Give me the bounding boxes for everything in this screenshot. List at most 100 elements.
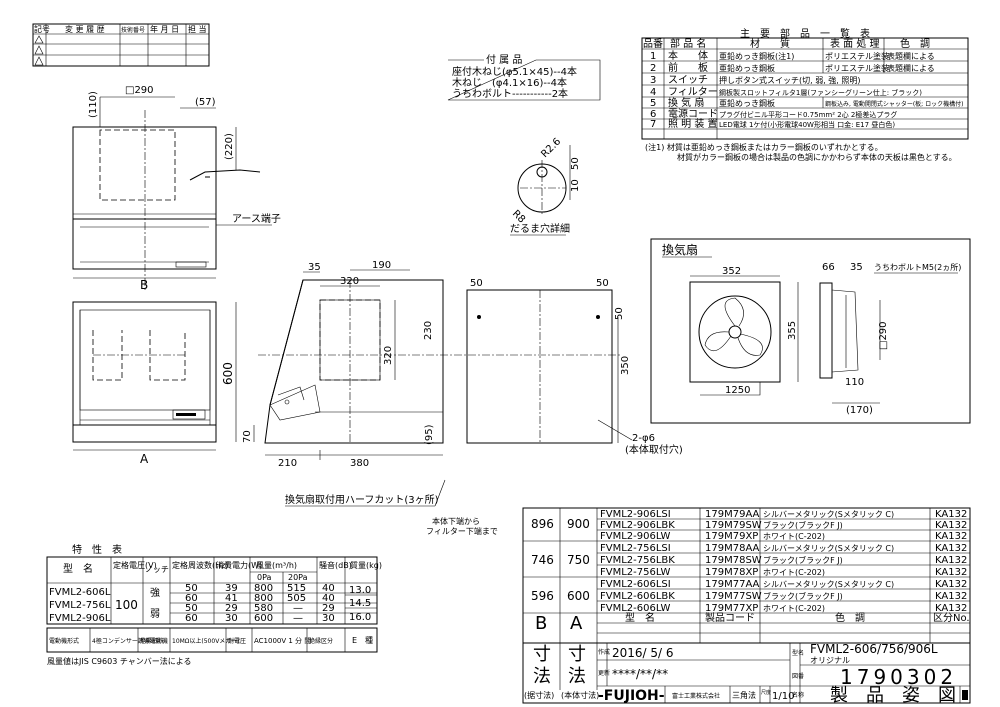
parts-note-1: (注1) 材質は亜鉛めっき鋼板またはカラー鋼板のいずれかとする。: [645, 142, 883, 152]
char-title: 特 性 表: [72, 543, 122, 556]
accessory-item-1: 座付木ねじ(φ5.1×45)--4本: [452, 65, 577, 78]
parts-note-2: 材質がカラー鋼板の場合は製品の色調にかかわらず本体の天板は黒色とする。: [677, 152, 957, 162]
char-class-value: E 種: [352, 635, 373, 645]
char-rows: 50 39 800 515 40 60 41 800 505 40 50 29 …: [185, 583, 371, 624]
char-r1-0pa: 800: [254, 583, 273, 594]
title-stamp-icon: [962, 690, 968, 700]
part-1-no: 1: [650, 51, 656, 62]
filter-note-1: 本体下端から: [432, 516, 480, 526]
fan-dim-110: 110: [845, 377, 864, 388]
b-dim-sub: (据寸法): [524, 690, 554, 700]
model-756lbk-div: KA132: [935, 555, 967, 566]
front-view: 600 70 A: [72, 301, 255, 466]
char-voltage: 100: [115, 598, 138, 612]
char-r3-noise: 29: [322, 603, 335, 614]
models-header-div: 区分No.: [933, 612, 970, 624]
model-756lsi-code: 179M78AA: [705, 543, 760, 554]
char-sub-20pa: 20Pa: [288, 573, 308, 582]
characteristics-table: 特 性 表 型 名 定格電圧(V) ノッチ 定格周波数(Hz) 消費電力(W) …: [46, 543, 382, 666]
model-756lsi-div: KA132: [935, 543, 967, 554]
part-2-color: 表題欄による: [887, 63, 935, 73]
dim-230: 230: [423, 321, 434, 340]
char-header-model: 型 名: [63, 562, 93, 575]
title-block: 作成 2016/ 5/ 6 更新 ****/**/** 型名 FVML2-606…: [522, 642, 971, 706]
part-3-name: スイッチ: [668, 74, 708, 86]
side-view: 35 190 320 230 320 (95) 210 380: [258, 260, 620, 469]
drawing-title: 製 品 姿 図: [830, 685, 956, 706]
model-906lsi-code: 179M79AA: [705, 509, 760, 520]
model-756lbk-name: FVML2-756LBK: [600, 555, 675, 566]
char-class-label: 絶縁区分: [309, 637, 333, 645]
parts-table-title: 主 要 部 品 一 覧 表: [740, 27, 870, 40]
a-dim-label-2: 法: [568, 666, 586, 687]
title-name-label: 名称: [792, 691, 804, 699]
char-model-906: FVML2-906L: [49, 613, 111, 624]
part-7-material: LED電球 1ケ付(小形電球40W形相当 口金: E17 昼白色): [719, 120, 895, 129]
model-756lsi-name: FVML2-756LSI: [600, 543, 671, 554]
char-r2-noise: 40: [322, 593, 335, 604]
b-dim-label-1: 寸: [533, 644, 551, 665]
dim-70: 70: [242, 430, 253, 443]
half-cut-label: 換気扇取付用ハーフカット(3ヶ所): [285, 493, 439, 506]
char-withstand-value: AC1000V 1 分 間: [254, 636, 311, 645]
model-756lbk-code: 179M78SW: [705, 555, 762, 566]
part-6-no: 6: [650, 109, 656, 120]
dim-50-hole: 50: [570, 157, 581, 170]
part-3-no: 3: [650, 75, 656, 86]
char-r2-freq: 60: [185, 593, 198, 604]
dim-320-side: 320: [383, 346, 394, 365]
changed-label: 更新: [598, 669, 610, 677]
dim-50-right: 50: [596, 278, 609, 289]
dim-57: (57): [195, 97, 216, 108]
changed-date: ****/**/**: [612, 667, 668, 681]
part-6-material: プラグ付ビニル平形コード0.75mm² 2心 2極差込プラグ: [719, 110, 897, 119]
models-header-b: B: [535, 613, 547, 634]
char-header-noise: 騒音(dB): [319, 560, 352, 570]
keyhole-detail: R2.6 50 10 R8 だるま穴詳細: [510, 136, 581, 236]
rev-header-history: 変 更 履 歴: [65, 24, 105, 34]
part-5-name: 換 気 扇: [668, 96, 704, 109]
model-606lw-name: FVML2-606LW: [600, 603, 671, 614]
part-5-no: 5: [650, 98, 656, 109]
parts-header-material: 材 質: [750, 37, 790, 50]
model-906lbk-color: ブラック(ブラックF J): [763, 520, 843, 530]
dim-B: B: [140, 278, 148, 292]
model-756lw-code: 179M78XP: [705, 567, 758, 578]
model-756lw-div: KA132: [935, 567, 967, 578]
scale-label: 尺度: [761, 689, 771, 696]
char-withstand-label: 耐電圧: [228, 637, 246, 645]
created-date: 2016/ 5/ 6: [612, 646, 674, 660]
part-1-name: 本 体: [668, 49, 708, 62]
keyhole-detail-label: だるま穴詳細: [510, 222, 570, 235]
parts-header-color: 色 調: [900, 37, 930, 50]
fan-title: 換気扇: [662, 242, 698, 257]
models-header-code: 製品コード: [705, 611, 755, 624]
part-4-material: 鋼板製スロットフィルタ1層(ファンシーグリーン仕上: ブラック): [719, 88, 922, 97]
accessories-title: 付 属 品: [486, 53, 522, 66]
model-756lsi-color: シルバーメタリック(Sメタリック C): [763, 544, 894, 553]
drawing-no-label: 図番: [792, 673, 804, 680]
char-r3-power: 29: [225, 603, 238, 614]
mount-hole-note: (本体取付穴): [625, 443, 683, 456]
fan-detail: 換気扇 352 355 1250 66 35 うちわボルトM5(2ヵ所) □29…: [650, 238, 971, 424]
dim-50-left: 50: [470, 278, 483, 289]
dim-35: 35: [308, 262, 321, 273]
char-r4-noise: 30: [322, 613, 335, 624]
part-1-material: 亜鉛めっき鋼板(注1): [719, 51, 794, 61]
char-r1-20pa: 515: [287, 583, 306, 594]
fan-dim-66: 66: [822, 262, 835, 273]
dim-r26: R2.6: [539, 136, 563, 160]
fan-dim-352: 352: [722, 266, 741, 277]
fan-dim-355: 355: [787, 321, 798, 340]
dim-10-hole: 10: [570, 179, 581, 192]
model-group-900-b: 896: [531, 517, 554, 531]
model-906lbk-name: FVML2-906LBK: [600, 520, 675, 531]
part-4-name: フィルター: [668, 86, 718, 98]
char-r1-noise: 40: [322, 583, 335, 594]
parts-header-name: 部 品 名: [670, 37, 706, 50]
char-r4-freq: 60: [185, 613, 198, 624]
char-r2-20pa: 505: [287, 593, 306, 604]
char-header-freq: 定格周波数(Hz): [172, 560, 228, 570]
parts-header-no: 品番: [643, 38, 663, 50]
